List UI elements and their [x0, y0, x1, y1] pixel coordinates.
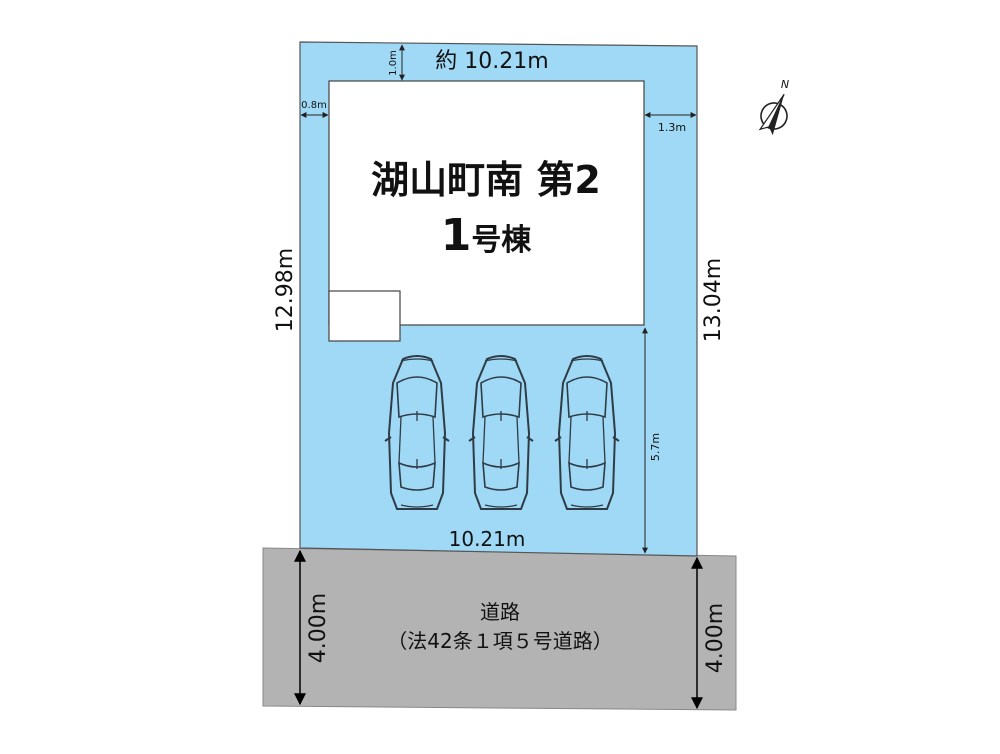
setback-top-label: 1.0m	[388, 50, 399, 76]
car-2	[468, 355, 534, 510]
parking-depth-label: 5.7m	[649, 433, 662, 461]
dim-left: 12.98m	[273, 248, 298, 332]
dim-bottom: 10.21m	[449, 527, 526, 551]
setback-left-label: 0.8m	[301, 100, 327, 111]
road-label-line2: （法42条１項５号道路）	[387, 629, 612, 653]
north-label: N	[781, 78, 789, 91]
setback-right-label: 1.3m	[658, 121, 686, 134]
road-left-label: 4.00m	[306, 593, 331, 663]
car-1	[384, 355, 450, 510]
house-number-suffix: 号棟	[471, 223, 532, 258]
house-number-digit: 1	[441, 210, 472, 261]
house-number: 1号棟	[441, 210, 533, 261]
dim-right: 13.04m	[701, 258, 726, 342]
dim-top: 約 10.21m	[435, 49, 548, 74]
house-annex	[328, 290, 401, 342]
car-3	[554, 355, 620, 510]
house-footprint	[328, 80, 645, 326]
road-right-label: 4.00m	[703, 603, 728, 673]
road-label-line1: 道路	[480, 600, 520, 624]
north-compass-icon	[758, 93, 788, 136]
house-name: 湖山町南 第2	[371, 158, 601, 202]
